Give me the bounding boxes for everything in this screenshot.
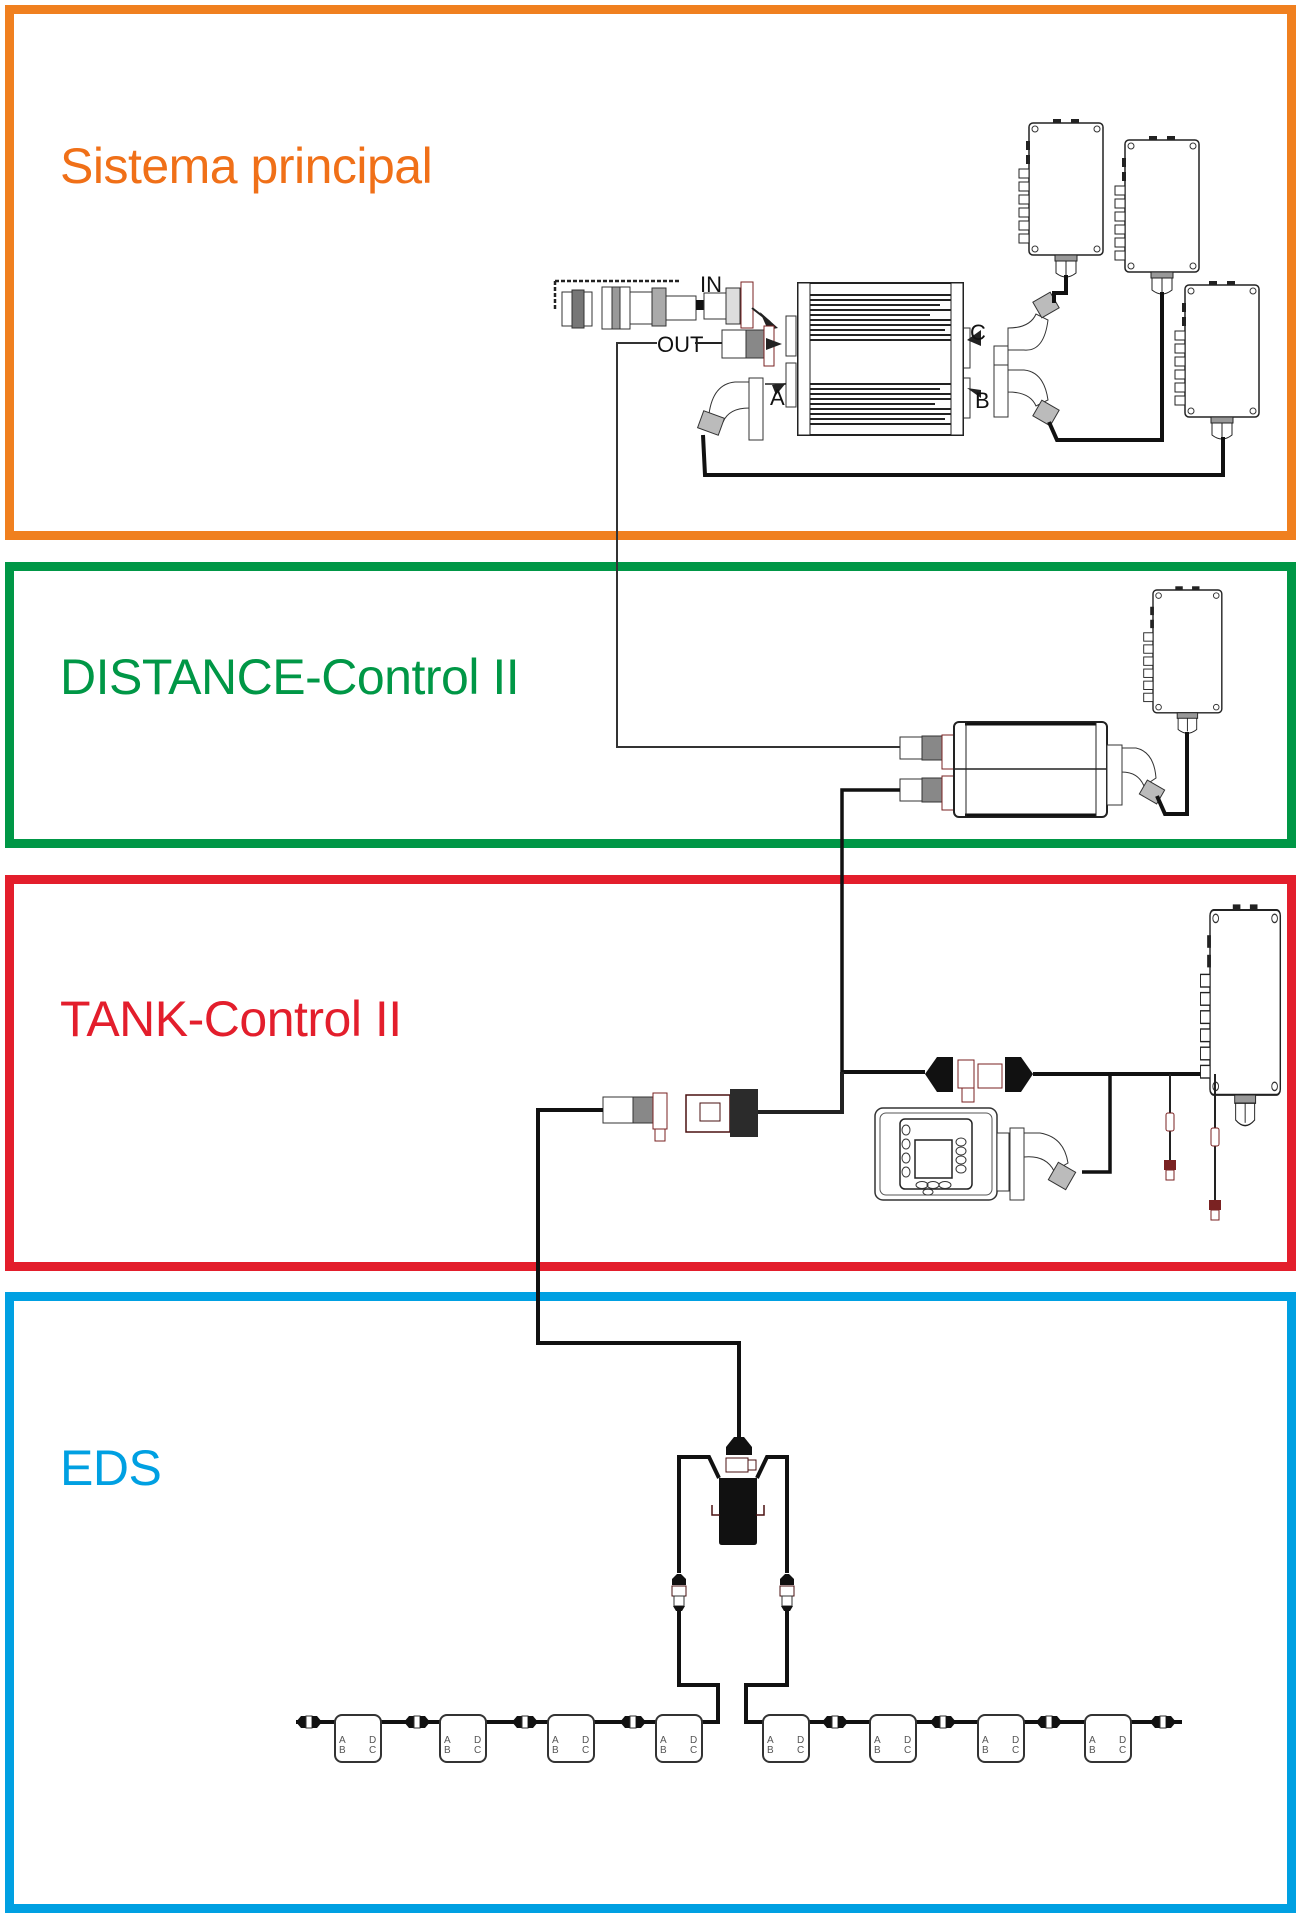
eds-module-port-label: C — [369, 1745, 376, 1756]
eds-module-port-label: B — [444, 1745, 451, 1756]
eds-module-port-label: B — [982, 1745, 989, 1756]
tank-junction-box-icon — [1199, 903, 1282, 1127]
control-terminal-icon — [874, 1107, 1077, 1201]
eds-module-port-label: B — [1089, 1745, 1096, 1756]
eds-module-port-label: D — [904, 1735, 911, 1746]
eds-module-port-label: A — [767, 1735, 774, 1746]
eds-module-port-label: C — [582, 1745, 589, 1756]
section-title-sistema-principal: Sistema principal — [60, 138, 433, 194]
eds-module-port-label: A — [339, 1735, 346, 1746]
sensor-2-icon — [1209, 1074, 1221, 1221]
eds-module-port-label: A — [874, 1735, 881, 1746]
section-eds — [5, 1292, 1296, 1913]
section-title-distance-control: DISTANCE-Control II — [60, 649, 520, 705]
eds-bus-connector-icon — [1035, 1715, 1063, 1729]
eds-bus-connector-icon — [619, 1715, 647, 1729]
eds-bus-connector-icon — [1149, 1715, 1177, 1729]
port-b-connector-icon — [967, 364, 1060, 427]
eds-module-port-label: B — [767, 1745, 774, 1756]
main-cables — [701, 275, 1225, 477]
eds-module-port-label: A — [552, 1735, 559, 1746]
eds-module: AB DC — [1084, 1714, 1132, 1763]
out-connector-icon — [721, 325, 782, 367]
inline-connector-pair-icon — [925, 1057, 1033, 1103]
eds-bus-connector-icon — [821, 1715, 849, 1729]
eds-hub-icon — [711, 1437, 765, 1545]
distance-jbox-cable — [1155, 732, 1189, 816]
junction-box-1-icon — [1018, 118, 1104, 278]
tank-plug-icon — [602, 1092, 668, 1142]
eds-module-port-label: B — [660, 1745, 667, 1756]
eds-bus-connector-icon — [929, 1715, 957, 1729]
out-cable — [616, 342, 900, 748]
eds-module-port-label: D — [1119, 1735, 1126, 1746]
port-label-in: IN — [700, 272, 722, 297]
eds-module-port-label: D — [797, 1735, 804, 1746]
eds-module-port-label: A — [444, 1735, 451, 1746]
eds-module-port-label: C — [690, 1745, 697, 1756]
eds-bus-connector-icon — [511, 1715, 539, 1729]
tank-control-diagram — [536, 903, 1282, 1330]
eds-module: AB DC — [547, 1714, 595, 1763]
junction-box-2-icon — [1114, 135, 1200, 295]
section-distance-control — [5, 562, 1296, 848]
eds-module-port-label: D — [369, 1735, 376, 1746]
distance-junction-box-icon — [1143, 585, 1223, 734]
eds-module-port-label: C — [1119, 1745, 1126, 1756]
eds-module: AB DC — [977, 1714, 1025, 1763]
sensor-1-icon — [1164, 1074, 1176, 1181]
eds-module: AB DC — [869, 1714, 917, 1763]
eds-module-port-label: B — [552, 1745, 559, 1756]
eds-module-port-label: B — [874, 1745, 881, 1756]
eds-module-port-label: B — [339, 1745, 346, 1756]
distance-to-tank-cable — [840, 788, 900, 1072]
eds-module: AB DC — [762, 1714, 810, 1763]
port-label-out: OUT — [657, 332, 703, 357]
port-a-connector-icon — [696, 377, 786, 441]
main-system-diagram: IN OUT — [553, 118, 1260, 748]
eds-module-port-label: D — [1012, 1735, 1019, 1746]
tank-to-eds-cable — [536, 1108, 603, 1330]
junction-box-3-icon — [1174, 280, 1260, 440]
port-label-c: C — [970, 320, 986, 345]
distance-ecu-icon — [899, 721, 1166, 818]
port-label-a: A — [770, 385, 785, 410]
eds-module-port-label: D — [582, 1735, 589, 1746]
tank-socket-icon — [685, 1089, 758, 1137]
distance-control-diagram — [840, 585, 1223, 1072]
eds-module-port-label: C — [474, 1745, 481, 1756]
eds-module-port-label: A — [982, 1735, 989, 1746]
section-title-tank-control: TANK-Control II — [60, 991, 402, 1047]
eds-module-port-label: C — [797, 1745, 804, 1756]
eds-module-port-label: D — [474, 1735, 481, 1746]
eds-module-port-label: A — [660, 1735, 667, 1746]
eds-module-port-label: A — [1089, 1735, 1096, 1746]
eds-module-port-label: C — [1012, 1745, 1019, 1756]
eds-module-port-label: D — [690, 1735, 697, 1746]
main-ecu-icon — [785, 282, 971, 436]
section-tank-control — [5, 875, 1296, 1271]
eds-branch-connector-left-icon — [671, 1574, 687, 1611]
eds-module: AB DC — [334, 1714, 382, 1763]
port-label-b: B — [975, 388, 990, 413]
in-connector-icon — [703, 281, 778, 330]
section-sistema-principal — [5, 5, 1296, 540]
eds-bus-connector-icon — [295, 1715, 323, 1729]
eds-bus-connector-icon — [403, 1715, 431, 1729]
eds-branch-connector-right-icon — [779, 1574, 795, 1611]
eds-module-port-label: C — [904, 1745, 911, 1756]
section-title-eds: EDS — [60, 1440, 162, 1496]
eds-module: AB DC — [655, 1714, 703, 1763]
tractor-plug-icon — [553, 279, 704, 330]
eds-module: AB DC — [439, 1714, 487, 1763]
